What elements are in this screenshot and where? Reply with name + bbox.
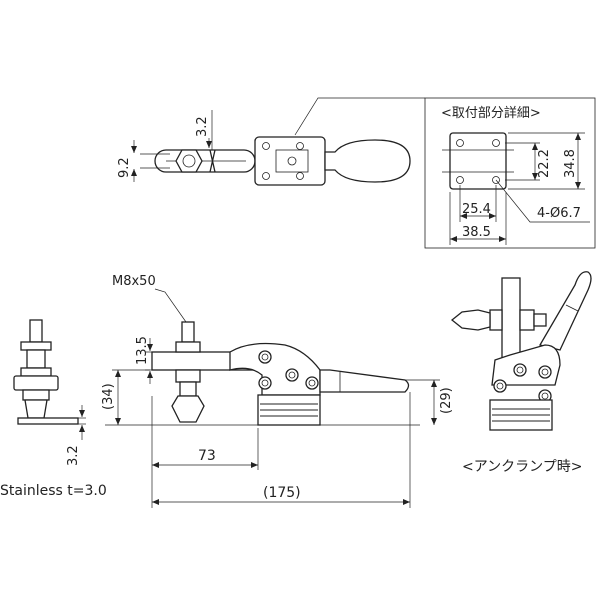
open-spindle-tip: [450, 309, 491, 331]
top-dim-3-2: 3.2: [195, 116, 210, 137]
open-handle: [539, 271, 592, 351]
detail-hole-spec: 4-Ø6.7: [537, 206, 581, 221]
top-handle-grip: [324, 139, 411, 183]
bolt-label: M8x50: [112, 274, 156, 289]
open-clamp-arm: [501, 277, 521, 359]
front-dim-13-5: 13.5: [135, 336, 150, 365]
detail-plate: [449, 132, 507, 190]
unclamped-caption: <アンクランプ時>: [462, 459, 582, 475]
detail-dim-22-2: 22.2: [537, 149, 552, 178]
front-dim-175: (175): [263, 485, 301, 501]
side-body: [13, 375, 59, 391]
front-linkage-body: [229, 342, 321, 396]
unclamped-view: <アンクランプ時>: [450, 271, 592, 475]
front-view: M8x50 13.5 (34) (29) 73 (175): [101, 274, 454, 508]
front-dim-73: 73: [198, 448, 216, 464]
detail-dim-25-4: 25.4: [462, 202, 491, 217]
top-view: 3.2 9.2: [117, 97, 425, 186]
side-view: 3.2 Stainless t=3.0: [0, 319, 107, 499]
top-hex-nut: [175, 149, 203, 173]
side-spindle-tip: [24, 399, 48, 419]
front-handle: [319, 369, 410, 393]
front-spindle-tip: [171, 395, 205, 423]
side-bolt-tip: [29, 319, 43, 343]
front-dim-34: (34): [101, 383, 116, 410]
material-note: Stainless t=3.0: [0, 483, 107, 499]
detail-dim-34-8: 34.8: [563, 149, 578, 178]
side-nut-top: [20, 341, 52, 351]
front-dim-29: (29): [439, 387, 454, 414]
detail-dim-38-5: 38.5: [462, 225, 491, 240]
detail-frame: [424, 97, 596, 249]
top-dim-9-2: 9.2: [117, 157, 132, 178]
detail-title: <取付部分詳細>: [441, 105, 541, 121]
side-dim-3-2: 3.2: [66, 445, 81, 466]
mounting-detail-box: <取付部分詳細> 22.2 34.8 25.4 38.5 4-Ø6.7: [424, 97, 596, 249]
front-bolt: [181, 321, 195, 343]
top-base-plate: [254, 136, 326, 186]
side-base-plate: [17, 417, 79, 425]
